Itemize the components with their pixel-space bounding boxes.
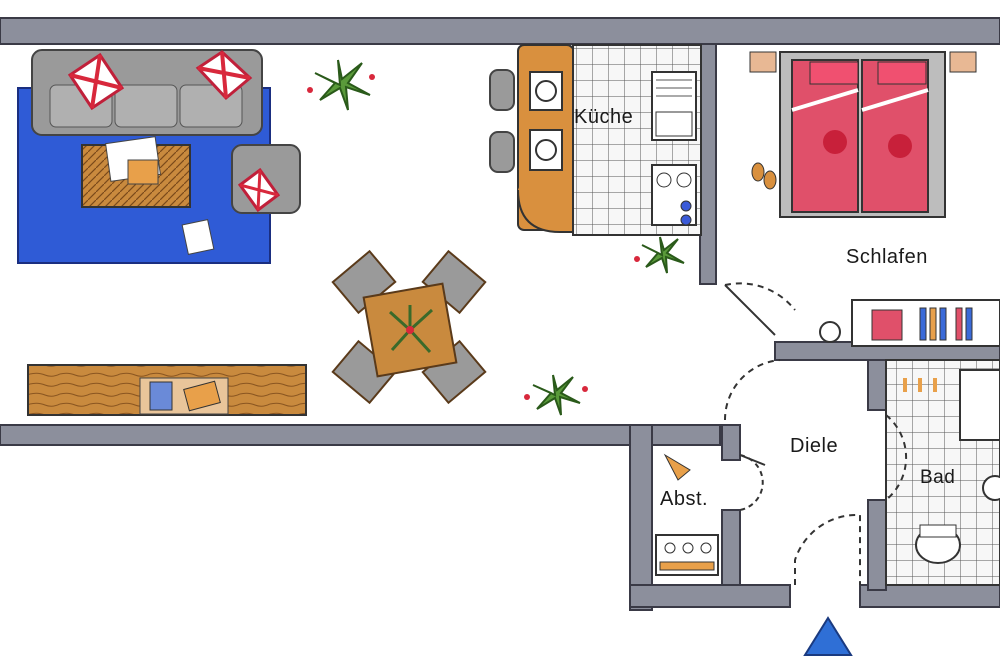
wall-storage-right-lower: [721, 509, 741, 586]
living-room: [17, 49, 487, 416]
bedroom: [749, 51, 1000, 347]
wall-living-bottom: [0, 424, 721, 446]
wall-kitchen-bedroom: [699, 43, 717, 285]
kitchen: [489, 44, 702, 236]
sideboard: [27, 364, 307, 416]
wall-storage-right: [721, 424, 741, 461]
slippers: [751, 162, 777, 190]
wall-storage-left: [629, 424, 653, 611]
storage: [655, 453, 719, 576]
room-label-storage: Abst.: [660, 488, 709, 510]
room-label-bedroom: Schlafen: [846, 246, 928, 268]
entrance-arrow-icon: [803, 616, 853, 656]
room-label-hall: Diele: [790, 435, 839, 457]
room-label-bath: Bad: [920, 467, 956, 488]
wall-bath-left: [867, 359, 887, 411]
bath: [885, 359, 1000, 586]
room-label-kitchen: Küche: [574, 106, 634, 128]
wall-bottom-left: [629, 584, 791, 608]
magazine: [181, 219, 215, 255]
sofa: [31, 49, 263, 136]
wall-top: [0, 17, 1000, 45]
armchair: [231, 144, 301, 214]
doors: [723, 282, 908, 585]
wall-bath-left-lower: [867, 499, 887, 591]
dining-table: [331, 249, 487, 405]
